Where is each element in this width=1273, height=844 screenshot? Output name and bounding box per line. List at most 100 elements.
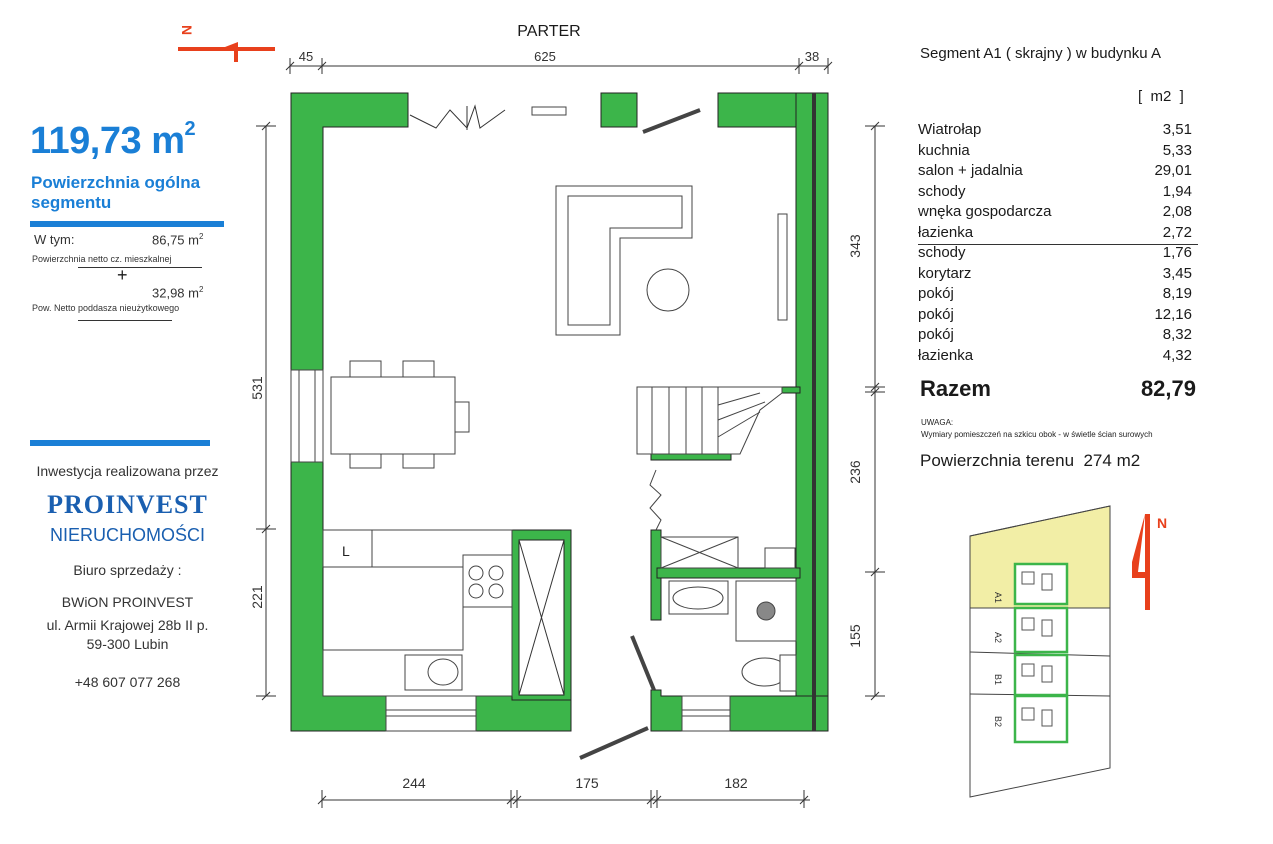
room-row: pokój 8,32 <box>918 326 1198 347</box>
room-row: pokój 8,19 <box>918 285 1198 306</box>
windows <box>290 106 731 732</box>
dim-top-1: 45 <box>299 49 313 64</box>
dim-right-2: 236 <box>847 460 863 484</box>
dim-left-2: 221 <box>249 585 265 609</box>
dim-bottom-1: 244 <box>402 775 426 791</box>
room-area: 1,76 <box>1162 244 1192 261</box>
north-arrow-icon: N <box>178 25 275 62</box>
room-row: schody 1,94 <box>918 183 1198 204</box>
room-area: 8,19 <box>1162 285 1192 302</box>
room-name: łazienka <box>918 346 974 364</box>
buildings <box>1013 562 1069 744</box>
floor-label: PARTER <box>517 23 580 40</box>
room-name: schody <box>918 182 966 200</box>
dimension-left <box>256 121 276 701</box>
north-label: N <box>179 25 195 35</box>
sales-office-label: Biuro sprzedaży : <box>73 562 182 578</box>
tv-stand <box>777 213 788 321</box>
dining-table <box>330 360 470 469</box>
room-area: 29,01 <box>1154 162 1192 179</box>
divider-bar-2 <box>30 440 210 446</box>
terrace-doors <box>409 104 506 130</box>
phone-number: +48 607 077 268 <box>74 674 181 690</box>
dimension-bottom <box>317 790 810 808</box>
bathroom-fixtures <box>660 536 797 692</box>
note-text: Wymiary pomieszczeń na szkicu obok - w ś… <box>921 430 1153 439</box>
room-name: Wiatrołap <box>918 121 982 138</box>
office-name: BWiON PROINVEST <box>61 594 194 610</box>
room-name: pokój <box>918 285 954 302</box>
site-north-arrow-icon <box>1132 514 1150 610</box>
company-sub: NIERUCHOMOŚCI <box>49 525 205 545</box>
room-name: kuchnia <box>918 141 970 159</box>
investor-intro: Inwestycja realizowana przez <box>36 463 219 479</box>
room-area: 1,94 <box>1162 182 1192 200</box>
room-row: łazienka 2,72 <box>918 224 1198 245</box>
entrance-door <box>579 726 649 760</box>
room-area: 2,72 <box>1162 223 1192 241</box>
dim-right-1: 343 <box>847 234 863 258</box>
site-plan: A1 A2 B1 B2 N <box>969 505 1167 798</box>
room-row: wnęka gospodarcza 2,08 <box>918 203 1198 224</box>
dim-bottom-2: 175 <box>575 775 599 791</box>
total-area: 119,73 m2 <box>30 118 196 162</box>
room-area: 3,45 <box>1162 264 1192 282</box>
room-name: pokój <box>918 305 954 323</box>
room-name: łazienka <box>918 223 974 241</box>
dimension-right <box>865 121 885 701</box>
plus-sign: + <box>117 265 128 285</box>
sofa <box>555 185 693 336</box>
room-table-divider <box>918 244 1198 245</box>
site-label-a1: A1 <box>993 592 1003 603</box>
room-area: 5,33 <box>1162 141 1192 159</box>
room-area: 8,32 <box>1162 326 1192 343</box>
company-logo: PROINVEST <box>47 490 208 519</box>
room-row: korytarz 3,45 <box>918 265 1198 286</box>
attic-area: 32,98 m2 <box>152 285 204 301</box>
segment-title: Segment A1 ( skrajny ) w budynku A <box>920 45 1161 62</box>
plot-area: Powierzchnia terenu 274 m2 <box>920 451 1141 470</box>
office-address: ul. Armii Krajowej 28b II p. <box>46 617 209 633</box>
dim-top-2: 625 <box>534 49 556 64</box>
site-label-b2: B2 <box>993 716 1003 727</box>
site-label-b1: B1 <box>993 674 1003 685</box>
room-name: salon + jadalnia <box>918 162 1023 179</box>
room-name: pokój <box>918 326 954 343</box>
dim-right-3: 155 <box>847 624 863 648</box>
room-row: salon + jadalnia 29,01 <box>918 162 1198 183</box>
room-area: 12,16 <box>1154 305 1192 323</box>
note-title: UWAGA: <box>921 418 954 427</box>
office-city: 59-300 Lubin <box>86 636 169 652</box>
room-row: schody 1,76 <box>918 244 1198 265</box>
total-area-caption: Powierzchnia ogólna segmentu <box>31 173 201 212</box>
room-row: łazienka 4,32 <box>918 347 1198 368</box>
dimension-top <box>285 58 833 74</box>
including-label: W tym: <box>34 232 75 247</box>
living-net-area: 86,75 m2 <box>152 232 204 248</box>
room-name: korytarz <box>918 264 972 282</box>
kitchen-label: L <box>342 543 350 559</box>
kitchen <box>322 529 513 697</box>
attic-caption: Pow. Netto poddasza nieużytkowego <box>32 303 180 313</box>
site-north-label: N <box>1157 515 1167 531</box>
room-name: schody <box>918 244 966 261</box>
dim-top-3: 38 <box>805 49 819 64</box>
room-row: pokój 12,16 <box>918 306 1198 327</box>
break-line <box>649 469 662 531</box>
bathroom-door <box>630 635 656 691</box>
site-label-a2: A2 <box>993 632 1003 643</box>
dim-bottom-3: 182 <box>724 775 748 791</box>
room-row: kuchnia 5,33 <box>918 142 1198 163</box>
stairs <box>636 386 783 455</box>
total-label: Razem <box>920 376 991 401</box>
total-value: 82,79 <box>1140 376 1196 401</box>
coffee-table <box>646 268 690 312</box>
divider-bar <box>30 221 224 227</box>
room-area: 4,32 <box>1162 346 1192 364</box>
room-area: 2,08 <box>1162 203 1192 220</box>
room-name: wnęka gospodarcza <box>918 203 1052 220</box>
dim-left-1: 531 <box>249 376 265 400</box>
